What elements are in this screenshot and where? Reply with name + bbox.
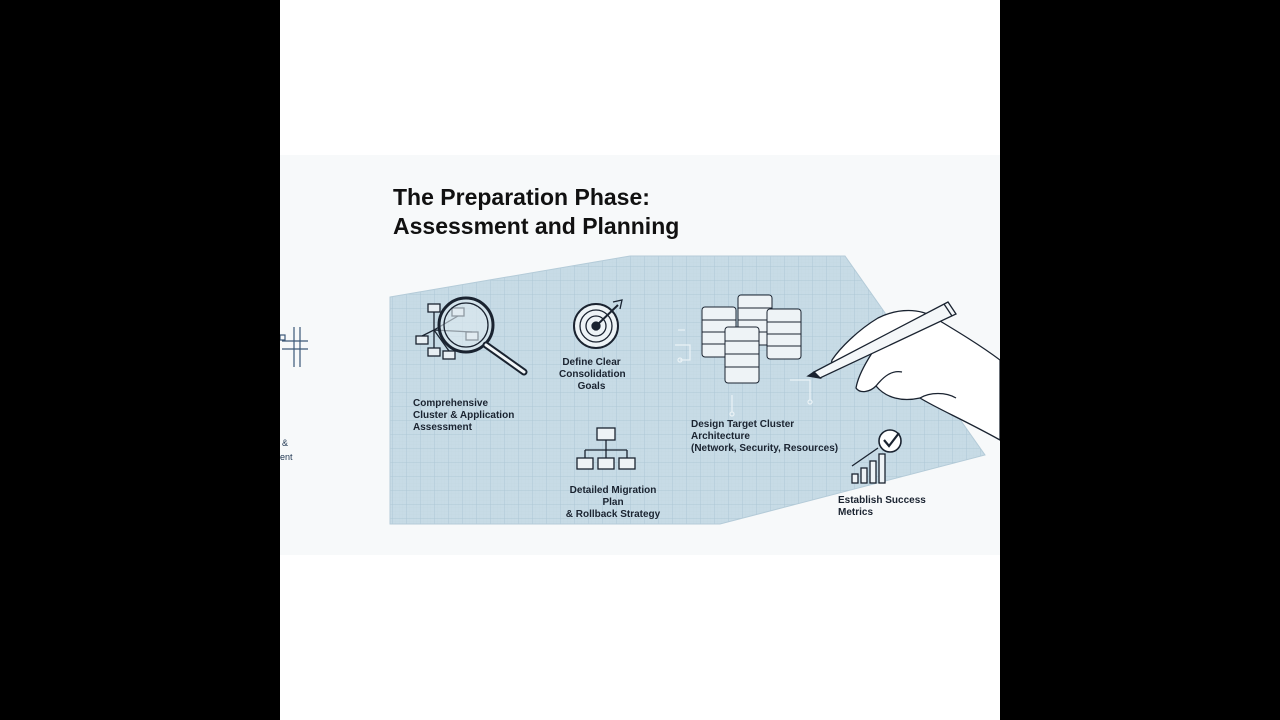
page-title: The Preparation Phase: Assessment and Pl… [393,183,679,241]
org-chart-icon [576,427,636,470]
item-label-assessment: Comprehensive Cluster & Application Asse… [413,398,515,433]
item-label-architecture: Design Target Cluster Architecture (Netw… [691,419,839,454]
title-line: The Preparation Phase: [393,184,650,210]
target-icon [573,299,623,349]
server-stack-icon [675,294,813,417]
item-label-success-metrics: Establish Success Metrics [838,495,926,518]
blueprint-grid [389,255,986,525]
hand-pen-icon [806,301,1000,441]
magnifier-network-icon [415,296,528,376]
previous-slide-text: ent [280,452,293,462]
blueprint-sheet [389,255,1000,525]
previous-slide-text: & [282,438,289,448]
grid-sketch-icon [280,327,308,367]
slide-frame: & ent The Preparation Phase: Assessment … [280,0,1000,720]
rising-bars-check-icon [851,429,902,484]
item-label-goals: Define Clear Consolidation Goals [559,357,626,392]
item-label-migration-plan: Detailed Migration Plan & Rollback Strat… [565,485,661,520]
title-line: Assessment and Planning [393,213,680,239]
